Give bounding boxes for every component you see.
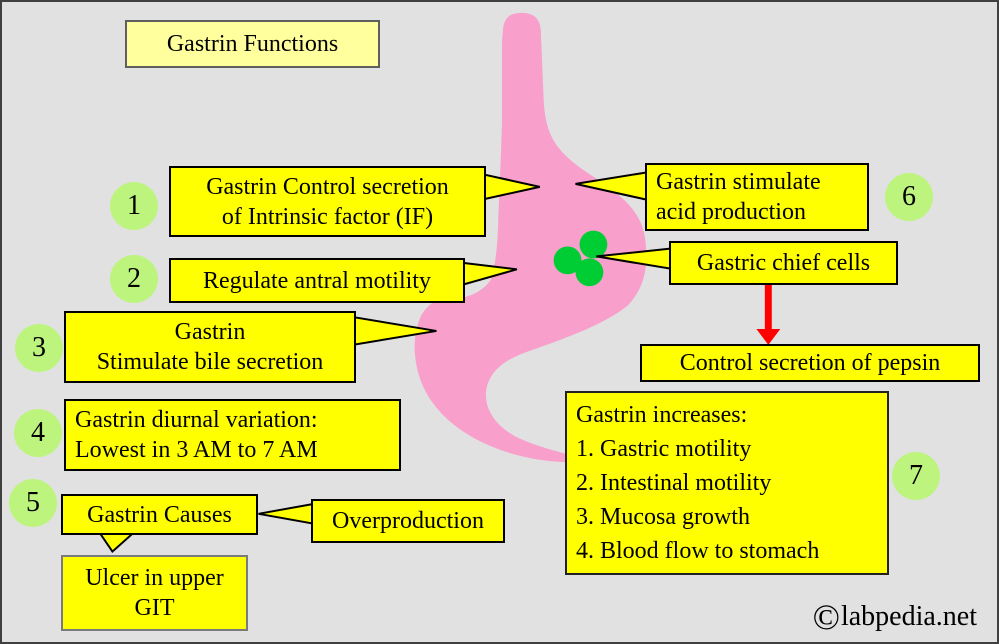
red-arrow-head: [756, 328, 781, 345]
step-circle-4: 4: [14, 409, 62, 457]
callout-antral-motility-box: Regulate antral motility: [169, 258, 465, 303]
increases-item: 4. Blood flow to stomach: [576, 538, 820, 565]
increases-item: 1. Gastric motility: [576, 435, 752, 462]
callout-line: Gastrin diurnal variation:: [75, 407, 318, 433]
callout-line: Gastric chief cells: [696, 250, 871, 276]
callout-diurnal-box: Gastrin diurnal variation: Lowest in 3 A…: [64, 399, 401, 471]
callout-line: Gastrin stimulate: [656, 169, 821, 195]
step-number: 7: [909, 460, 923, 491]
callout-gastrin-causes-box: Gastrin Causes: [61, 494, 258, 535]
callout-line: Lowest in 3 AM to 7 AM: [75, 437, 318, 463]
increases-header: Gastrin increases:: [576, 401, 748, 428]
callout-line: Gastrin: [174, 319, 246, 345]
callout-line: Gastrin Causes: [87, 501, 232, 528]
chief-cell-dot: [579, 230, 608, 259]
chief-cell-dot: [575, 258, 604, 287]
step-number: 3: [32, 332, 46, 363]
step-circle-2: 2: [110, 255, 158, 303]
callout-bile-box: Gastrin Stimulate bile secretion: [64, 311, 356, 383]
callout-line: Stimulate bile secretion: [96, 349, 324, 375]
step-number: 5: [26, 487, 40, 518]
callout-acid-box: Gastrin stimulate acid production: [645, 163, 869, 231]
callout-line: Ulcer in upper: [85, 565, 224, 591]
callout-line: of Intrinsic factor (IF): [221, 203, 434, 230]
page-title: Gastrin Functions: [166, 31, 339, 57]
increases-item: 3. Mucosa growth: [576, 504, 750, 531]
ulcer-box: Ulcer in upper GIT: [61, 555, 248, 631]
callout-line: acid production: [656, 199, 806, 225]
pepsin-box: Control secretion of pepsin: [640, 344, 980, 382]
copyright-icon: ©: [812, 597, 840, 637]
callout-line: GIT: [134, 595, 175, 621]
title-box: Gastrin Functions: [125, 20, 380, 68]
chief-cell-dot: [553, 246, 582, 275]
step-circle-1: 1: [110, 182, 158, 230]
step-circle-7: 7: [892, 452, 940, 500]
increases-item: 2. Intestinal motility: [576, 469, 772, 496]
stomach-shape: [414, 12, 647, 463]
step-number: 6: [902, 181, 916, 212]
callout-line: Gastrin Control secretion: [206, 173, 449, 200]
step-number: 1: [127, 190, 141, 221]
overproduction-box: Overproduction: [311, 499, 505, 543]
chief-cells-box: Gastric chief cells: [669, 241, 898, 285]
step-number: 2: [127, 263, 141, 294]
watermark: © labpedia.net: [813, 599, 977, 635]
step-number: 4: [31, 417, 45, 448]
callout-line: Regulate antral motility: [203, 267, 431, 294]
watermark-text: labpedia.net: [840, 601, 977, 632]
step-circle-3: 3: [15, 324, 63, 372]
callout-intrinsic-factor-box: Gastrin Control secretion of Intrinsic f…: [169, 166, 486, 237]
increases-box: Gastrin increases: 1. Gastric motility 2…: [565, 391, 889, 575]
step-circle-5: 5: [9, 479, 57, 527]
callout-line: Overproduction: [332, 508, 484, 534]
callout-line: Control secretion of pepsin: [679, 350, 941, 376]
step-circle-6: 6: [885, 173, 933, 221]
